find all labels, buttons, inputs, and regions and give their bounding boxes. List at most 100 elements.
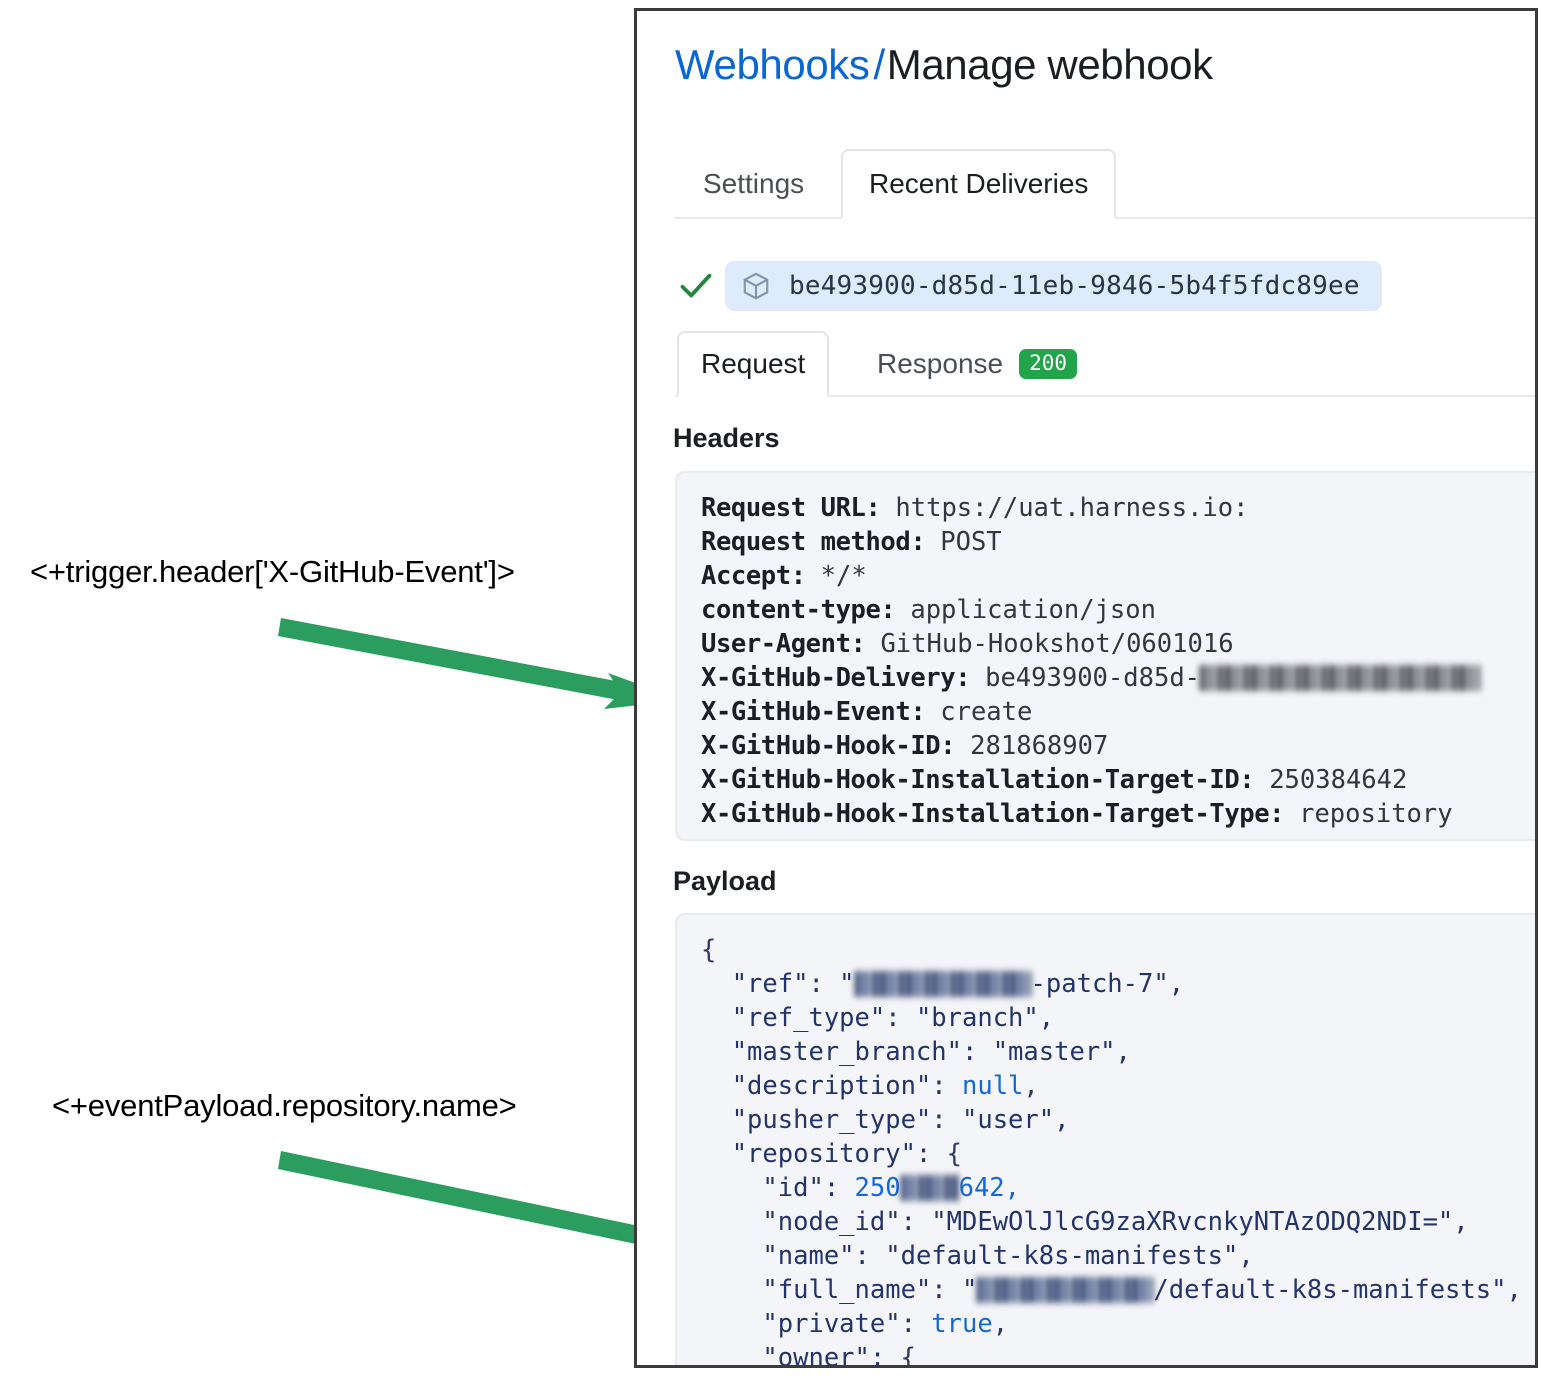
header-key: X-GitHub-Hook-Installation-Target-Type: bbox=[701, 799, 1300, 829]
annotation-label-event-payload: <+eventPayload.repository.name> bbox=[52, 1088, 517, 1123]
header-value: 281868907 bbox=[970, 731, 1109, 761]
header-value: POST bbox=[940, 527, 1002, 557]
payload-key: "name": bbox=[701, 1241, 886, 1271]
payload-punct: , bbox=[992, 1309, 1009, 1339]
tab-response[interactable]: Response 200 bbox=[855, 331, 1099, 397]
payload-value: null bbox=[962, 1071, 1024, 1101]
payload-line: "ref_type": "branch", bbox=[701, 1001, 1535, 1035]
delivery-id-badge[interactable]: be493900-d85d-11eb-9846-5b4f5fdc89ee bbox=[725, 261, 1382, 311]
payload-line: "id": 250 642, bbox=[701, 1171, 1535, 1205]
payload-value: "branch", bbox=[915, 1003, 1055, 1033]
payload-value: "default-k8s-manifests", bbox=[885, 1241, 1254, 1271]
payload-value-tail: -patch-7", bbox=[1030, 969, 1185, 999]
header-line: Request URL: https://uat.harness.io: bbox=[701, 491, 1535, 525]
header-line: X-GitHub-Event: create bbox=[701, 695, 1535, 729]
payload-key: "pusher_type": bbox=[701, 1105, 962, 1135]
tab-request[interactable]: Request bbox=[677, 331, 830, 397]
payload-key: "ref": bbox=[701, 969, 840, 999]
payload-line: { bbox=[701, 933, 1535, 967]
check-icon bbox=[680, 273, 712, 298]
payload-value: true bbox=[931, 1309, 993, 1339]
payload-line: "private": true, bbox=[701, 1307, 1535, 1341]
header-key: content-type: bbox=[701, 595, 911, 625]
payload-line: "master_branch": "master", bbox=[701, 1035, 1535, 1069]
header-value: */* bbox=[820, 561, 867, 591]
payload-line: "pusher_type": "user", bbox=[701, 1103, 1535, 1137]
header-value: https://uat.harness.io: bbox=[895, 493, 1249, 523]
payload-punct: , bbox=[1023, 1071, 1039, 1101]
request-response-baseline bbox=[675, 395, 1535, 397]
header-key: X-GitHub-Hook-Installation-Target-ID: bbox=[701, 765, 1270, 795]
payload-line: "full_name": " /default-k8s-manifests", bbox=[701, 1273, 1535, 1307]
header-value: be493900-d85d- bbox=[985, 663, 1201, 693]
tab-response-label: Response bbox=[877, 348, 1004, 379]
package-icon bbox=[743, 272, 769, 300]
payload-token: { bbox=[701, 935, 717, 965]
webhook-tabs: Settings Recent Deliveries bbox=[675, 121, 1535, 221]
breadcrumb-separator: / bbox=[873, 41, 885, 88]
header-line: X-GitHub-Delivery: be493900-d85d- bbox=[701, 661, 1535, 695]
payload-line: "name": "default-k8s-manifests", bbox=[701, 1239, 1535, 1273]
header-value: GitHub-Hookshot/0601016 bbox=[880, 629, 1234, 659]
manage-webhook-panel: Webhooks/Manage webhook Settings Recent … bbox=[634, 8, 1538, 1368]
header-key: X-GitHub-Delivery: bbox=[701, 663, 986, 693]
payload-key: "repository": bbox=[701, 1139, 947, 1169]
payload-line: "description": null, bbox=[701, 1069, 1535, 1103]
payload-line: "owner": { bbox=[701, 1341, 1535, 1368]
header-line: Request method: POST bbox=[701, 525, 1535, 559]
payload-value: { bbox=[946, 1139, 962, 1169]
payload-key: "id": bbox=[701, 1173, 855, 1203]
header-key: Request URL: bbox=[701, 493, 896, 523]
header-value: 250384642 bbox=[1269, 765, 1408, 795]
header-value: create bbox=[940, 697, 1033, 727]
header-line: X-GitHub-Hook-Installation-Target-ID: 25… bbox=[701, 763, 1535, 797]
header-line: Accept: */* bbox=[701, 559, 1535, 593]
payload-key: "node_id": bbox=[701, 1207, 932, 1237]
redacted-text bbox=[1200, 665, 1481, 691]
payload-line: "repository": { bbox=[701, 1137, 1535, 1171]
payload-key: "owner": bbox=[701, 1343, 901, 1368]
breadcrumb-link-webhooks[interactable]: Webhooks bbox=[675, 41, 870, 88]
payload-section-label: Payload bbox=[673, 866, 777, 896]
payload-value: "MDEwOlJlcG9zaXRvcnkyNTAzODQ2NDI=", bbox=[931, 1207, 1469, 1237]
header-line: content-type: application/json bbox=[701, 593, 1535, 627]
payload-key: "master_branch": bbox=[701, 1037, 993, 1067]
header-key: X-GitHub-Hook-ID: bbox=[701, 731, 971, 761]
payload-value: "master", bbox=[992, 1037, 1131, 1067]
header-line: X-GitHub-Hook-Installation-Target-Type: … bbox=[701, 797, 1535, 831]
header-line: X-GitHub-Hook-ID: 281868907 bbox=[701, 729, 1535, 763]
tab-settings[interactable]: Settings bbox=[703, 168, 805, 199]
payload-value-tail: /default-k8s-manifests", bbox=[1153, 1275, 1522, 1305]
headers-code-block: Request URL: https://uat.harness.io:Requ… bbox=[675, 471, 1535, 841]
response-status-badge: 200 bbox=[1019, 349, 1078, 379]
redacted-text bbox=[854, 971, 1031, 997]
header-line: User-Agent: GitHub-Hookshot/0601016 bbox=[701, 627, 1535, 661]
tab-recent-deliveries[interactable]: Recent Deliveries bbox=[841, 149, 1117, 219]
delivery-row: be493900-d85d-11eb-9846-5b4f5fdc89ee bbox=[677, 259, 1382, 313]
header-value: repository bbox=[1299, 799, 1453, 829]
annotation-label-trigger-header: <+trigger.header['X-GitHub-Event']> bbox=[30, 554, 515, 589]
payload-value: "user", bbox=[962, 1105, 1070, 1135]
request-response-tabs: Request Response 200 bbox=[675, 331, 1535, 397]
payload-value: { bbox=[900, 1343, 916, 1368]
payload-value: 250 bbox=[854, 1173, 901, 1203]
redacted-text bbox=[977, 1277, 1154, 1303]
payload-line: "node_id": "MDEwOlJlcG9zaXRvcnkyNTAzODQ2… bbox=[701, 1205, 1535, 1239]
payload-key: "private": bbox=[701, 1309, 932, 1339]
payload-key: "full_name": bbox=[701, 1275, 962, 1305]
header-key: Accept: bbox=[701, 561, 821, 591]
header-key: Request method: bbox=[701, 527, 941, 557]
payload-code-block: { "ref": " -patch-7", "ref_type": "branch… bbox=[675, 913, 1535, 1368]
redacted-text bbox=[900, 1175, 959, 1201]
payload-value: " bbox=[839, 969, 855, 999]
header-key: User-Agent: bbox=[701, 629, 881, 659]
arrow-trigger-header bbox=[278, 618, 683, 709]
header-value: application/json bbox=[910, 595, 1156, 625]
payload-line: "ref": " -patch-7", bbox=[701, 967, 1535, 1001]
delivery-id-text: be493900-d85d-11eb-9846-5b4f5fdc89ee bbox=[789, 271, 1360, 301]
payload-key: "description": bbox=[701, 1071, 962, 1101]
payload-value-tail: 642, bbox=[958, 1173, 1021, 1203]
payload-value: " bbox=[962, 1275, 978, 1305]
payload-key: "ref_type": bbox=[701, 1003, 916, 1033]
page-title: Webhooks/Manage webhook bbox=[675, 41, 1213, 89]
